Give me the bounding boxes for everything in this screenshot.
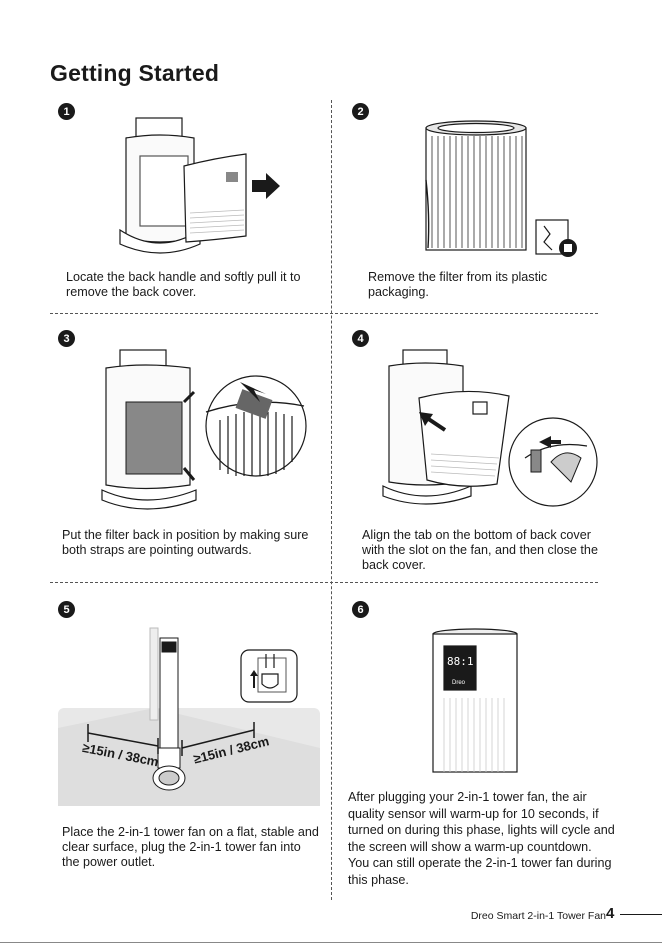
step-6-badge: 6 <box>352 601 369 618</box>
step-4-badge: 4 <box>352 330 369 347</box>
back-cover <box>418 390 510 487</box>
step-6-illustration <box>432 628 518 773</box>
filter-cylinder <box>425 120 527 251</box>
vertical-divider <box>331 100 332 900</box>
clearance-right-marker <box>181 722 255 756</box>
step-2-badge: 2 <box>352 103 369 120</box>
step-3-caption: Put the filter back in position by makin… <box>62 528 309 557</box>
display-brand: Dreo <box>452 680 466 686</box>
horizontal-divider-2 <box>50 582 598 583</box>
tower-fan <box>152 637 186 791</box>
step-2-illustration <box>425 120 577 257</box>
step-4-illustration <box>382 349 598 507</box>
tower-fan-front <box>432 628 518 773</box>
display-panel <box>443 645 477 691</box>
step-1-illustration <box>119 117 280 254</box>
step-5-badge: 5 <box>58 601 75 618</box>
step-5-caption: Place the 2-in-1 tower fan on a flat, st… <box>62 825 319 869</box>
page-title: Getting Started <box>50 60 220 86</box>
step-3-illustration <box>101 349 307 510</box>
plug-in-arrow-icon <box>250 670 258 688</box>
step-2-caption: Remove the filter from its plastic packa… <box>368 270 548 299</box>
step-6-caption: After plugging your 2-in-1 tower fan, th… <box>348 790 615 887</box>
pull-arrow-icon <box>252 173 280 199</box>
wall-post <box>149 627 159 721</box>
page-number: 4 <box>606 905 615 922</box>
power-outlet-inset <box>240 649 298 703</box>
clearance-left-marker <box>87 724 159 754</box>
horizontal-divider-1 <box>50 313 598 314</box>
zoom-inset <box>508 417 598 507</box>
step-1-caption: Locate the back handle and softly pull i… <box>66 270 301 299</box>
display-readout: 88:1 <box>447 655 474 668</box>
strap-arrow-top-icon <box>182 390 196 404</box>
step-5-illustration <box>58 627 320 806</box>
strap-arrow-bottom-icon <box>182 467 196 481</box>
align-arrow-icon <box>425 416 447 432</box>
zoom-inset <box>205 375 307 477</box>
recycle-bag-icon <box>535 219 577 257</box>
footer-rule <box>620 914 662 915</box>
filter-panel <box>125 401 183 475</box>
footer-text: Dreo Smart 2-in-1 Tower Fan <box>470 910 606 922</box>
step-4-caption: Align the tab on the bottom of back cove… <box>362 528 598 572</box>
bottom-rule <box>0 942 662 943</box>
step-3-badge: 3 <box>58 330 75 347</box>
step-1-badge: 1 <box>58 103 75 120</box>
back-cover <box>183 153 247 243</box>
